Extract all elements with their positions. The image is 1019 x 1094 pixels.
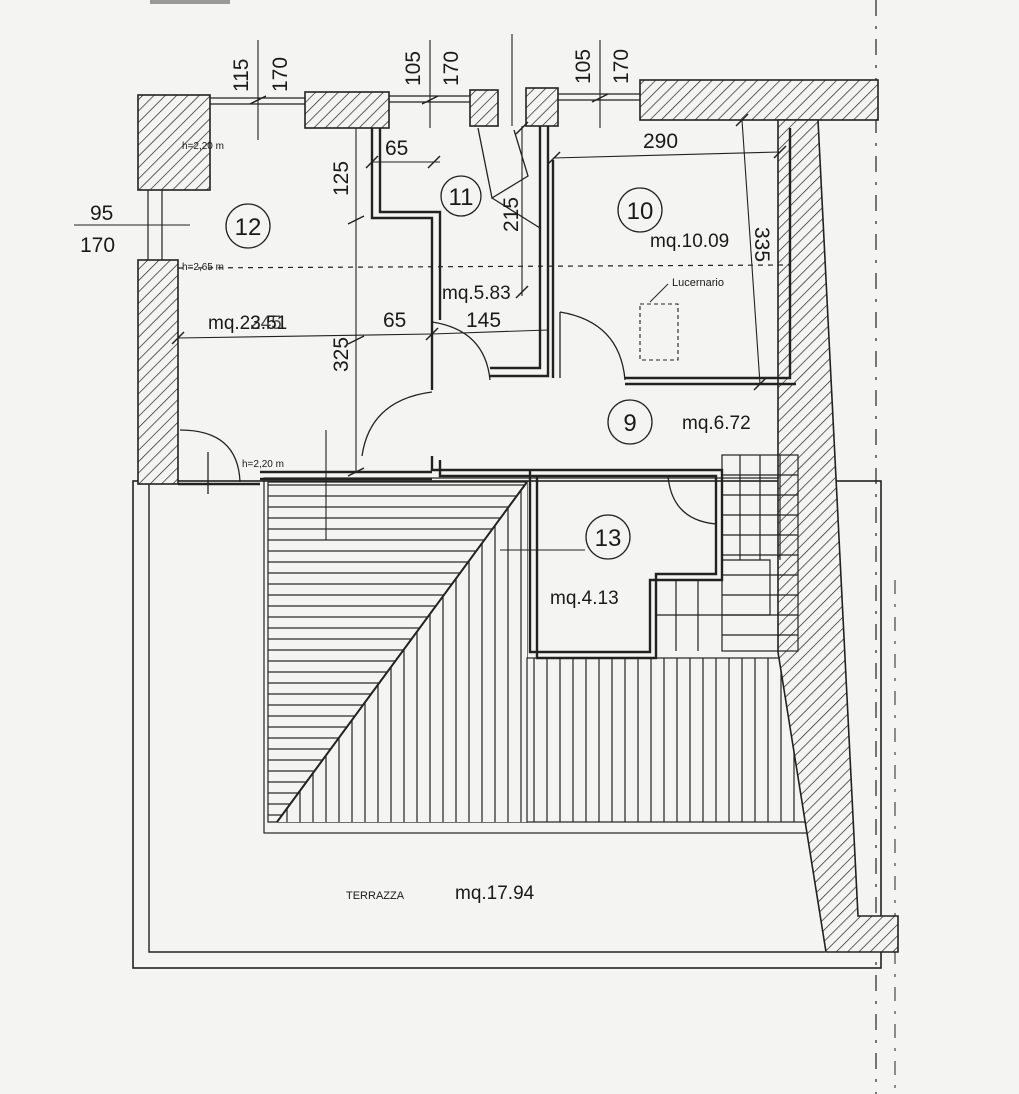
dim-145: 145 [466,309,501,332]
terrace-area: mq.17.94 [455,883,535,904]
dim-65-mid: 65 [383,309,406,332]
top-scan-mark [150,0,230,4]
roof-diagonal [276,481,528,823]
dim-top-left-b: 170 [269,57,292,92]
room-10-number: 10 [627,198,654,225]
room-9-circle [607,399,653,445]
terrace-label: TERRAZZA [346,890,405,902]
room-10-area: mq.10.09 [650,231,729,252]
room-11-circle [440,175,482,217]
terrace-inner-line [148,481,825,953]
staircase [656,454,799,652]
room-13-circle [585,514,631,560]
dim-left-a: 95 [90,202,113,225]
door-swings [179,311,717,525]
skylight-label: Lucernario [672,277,724,289]
room-12-number: 12 [235,214,262,241]
wall-top-pillar-2 [525,87,559,127]
room-12-area: mq.23.51 [208,313,287,334]
room-12-overlap-text: 245 [250,313,282,334]
height-label-1: h=2,20 m [182,141,224,152]
skylight-leader [649,283,669,303]
room-10-circle [617,187,663,233]
terrace-outline [132,480,882,969]
skylight-outline [639,303,679,361]
room-12-circle [225,203,271,249]
dim-top-mid-b: 170 [440,51,463,86]
dim-335: 335 [750,227,773,262]
room-11-stair [477,127,541,229]
dim-325: 325 [330,337,353,372]
dim-top-mid-a: 105 [402,51,425,86]
wall-top-left [137,94,211,191]
room-9-number: 9 [623,410,636,437]
dim-top-right-b: 170 [610,49,633,84]
dim-215: 215 [500,197,523,232]
dim-125: 125 [330,161,353,196]
dimension-lines [74,34,781,551]
height-label-2: h=2,65 m [182,262,224,273]
room-11-number: 11 [449,184,474,211]
wall-top-pillar [469,89,499,127]
interior-walls [178,126,796,660]
roof-pitch-vertical-right [526,657,818,823]
windows [147,93,640,260]
room-9-area: mq.6.72 [682,413,751,434]
dim-top-right-a: 105 [572,49,595,84]
dimension-ticks [171,93,787,477]
wall-left [137,259,179,485]
height-label-3: h=2,20 m [242,459,284,470]
dim-left-b: 170 [80,234,115,257]
room-11-area: mq.5.83 [442,283,511,304]
room-13-number: 13 [595,525,622,552]
room-13-area: mq.4.13 [550,588,619,609]
wall-right [777,119,899,953]
dim-65-top: 65 [385,137,408,160]
dim-290: 290 [643,130,678,153]
wall-top-right [639,79,879,121]
ceiling-line [177,264,791,269]
wall-top-mid [304,91,390,129]
dim-top-left-a: 115 [230,59,253,92]
